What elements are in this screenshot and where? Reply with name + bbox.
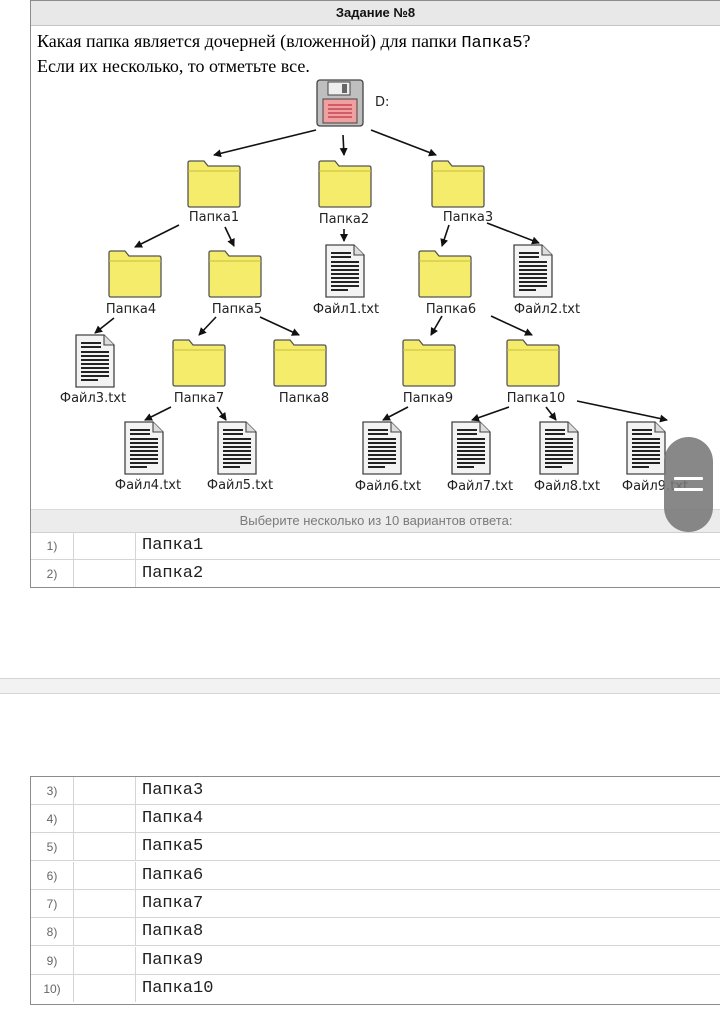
task-title: Задание №8 [31, 1, 720, 26]
options-card: 3) Папка3 4) Папка4 5) Папка5 6) Папка6 … [30, 776, 720, 1005]
page-divider [0, 678, 720, 694]
option-checkbox[interactable] [74, 805, 136, 832]
node-file8: Файл8.txt [534, 479, 600, 494]
node-file3: Файл3.txt [60, 391, 126, 406]
option-row[interactable]: 5) Папка5 [31, 833, 720, 861]
question-folder: Папка5 [461, 34, 523, 53]
option-row[interactable]: 6) Папка6 [31, 862, 720, 890]
question-suffix: ? [522, 31, 531, 51]
option-checkbox[interactable] [74, 777, 136, 804]
option-row[interactable]: 3) Папка3 [31, 777, 720, 805]
option-row[interactable]: 10) Папка10 [31, 975, 720, 1003]
question-line2: Если их несколько, то отметьте все. [37, 56, 310, 76]
option-row[interactable]: 4) Папка4 [31, 805, 720, 833]
option-label: Папка7 [142, 894, 204, 913]
text-file-icon [513, 244, 553, 298]
floppy-disk-icon [316, 79, 364, 127]
tree-edges [94, 129, 668, 423]
node-file2: Файл2.txt [514, 302, 580, 317]
option-number: 4) [31, 805, 74, 832]
option-number: 3) [31, 777, 74, 804]
folder-tree-diagram: D: Папка1 Папка2 Папка3 Папка4 Папка5 Фа… [60, 79, 688, 494]
option-checkbox[interactable] [74, 833, 136, 860]
handle-line [674, 488, 703, 491]
node-f4: Папка4 [106, 302, 156, 317]
option-number: 1) [31, 532, 74, 559]
option-number: 2) [31, 560, 74, 587]
option-row[interactable]: 8) Папка8 [31, 918, 720, 946]
option-number: 9) [31, 947, 74, 974]
option-number: 6) [31, 862, 74, 889]
option-checkbox[interactable] [74, 947, 136, 974]
root-label: D: [375, 95, 389, 110]
text-file-icon [626, 421, 666, 475]
node-f5: Папка5 [212, 302, 262, 317]
option-number: 8) [31, 918, 74, 945]
option-label: Папка10 [142, 979, 214, 998]
option-label: Папка1 [142, 536, 204, 555]
node-f8: Папка8 [279, 391, 329, 406]
option-checkbox[interactable] [74, 862, 136, 889]
folder-icon [431, 160, 485, 208]
option-label: Папка3 [142, 781, 204, 800]
node-file6: Файл6.txt [355, 479, 421, 494]
option-label: Папка6 [142, 866, 204, 885]
option-number: 10) [31, 975, 74, 1002]
text-file-icon [217, 421, 257, 475]
text-file-icon [451, 421, 491, 475]
text-file-icon [75, 334, 115, 388]
option-checkbox[interactable] [74, 890, 136, 917]
node-f3: Папка3 [443, 210, 493, 225]
option-row[interactable]: 9) Папка9 [31, 947, 720, 975]
text-file-icon [124, 421, 164, 475]
option-number: 5) [31, 833, 74, 860]
folder-icon [108, 250, 162, 298]
option-number: 7) [31, 890, 74, 917]
node-file1: Файл1.txt [313, 302, 379, 317]
node-f9: Папка9 [403, 391, 453, 406]
folder-icon [172, 339, 226, 387]
node-file4: Файл4.txt [115, 478, 181, 493]
option-checkbox[interactable] [74, 560, 136, 587]
option-row[interactable]: 1) Папка1 [31, 532, 720, 560]
question-prefix: Какая папка является дочерней (вложенной… [37, 31, 462, 51]
task-card: Задание №8 Какая папка является дочерней… [30, 0, 720, 588]
node-f2: Папка2 [319, 212, 369, 227]
text-file-icon [539, 421, 579, 475]
drag-handle-icon[interactable] [664, 437, 713, 532]
option-label: Папка4 [142, 809, 204, 828]
folder-icon [418, 250, 472, 298]
option-checkbox[interactable] [74, 532, 136, 559]
option-label: Папка9 [142, 951, 204, 970]
node-file7: Файл7.txt [447, 479, 513, 494]
answer-hint: Выберите несколько из 10 вариантов ответ… [31, 509, 720, 533]
option-checkbox[interactable] [74, 918, 136, 945]
question-text: Какая папка является дочерней (вложенной… [31, 26, 720, 78]
folder-icon [402, 339, 456, 387]
folder-icon [506, 339, 560, 387]
node-f1: Папка1 [189, 210, 239, 225]
folder-icon [273, 339, 327, 387]
handle-line [674, 477, 703, 480]
option-label: Папка5 [142, 837, 204, 856]
option-label: Папка8 [142, 922, 204, 941]
node-f7: Папка7 [174, 391, 224, 406]
node-f6: Папка6 [426, 302, 476, 317]
node-f10: Папка10 [507, 391, 566, 406]
folder-icon [208, 250, 262, 298]
option-row[interactable]: 7) Папка7 [31, 890, 720, 918]
folder-icon [318, 160, 372, 208]
option-checkbox[interactable] [74, 975, 136, 1002]
option-label: Папка2 [142, 564, 204, 583]
text-file-icon [362, 421, 402, 475]
folder-icon [187, 160, 241, 208]
text-file-icon [325, 244, 365, 298]
node-file5: Файл5.txt [207, 478, 273, 493]
option-row[interactable]: 2) Папка2 [31, 560, 720, 588]
